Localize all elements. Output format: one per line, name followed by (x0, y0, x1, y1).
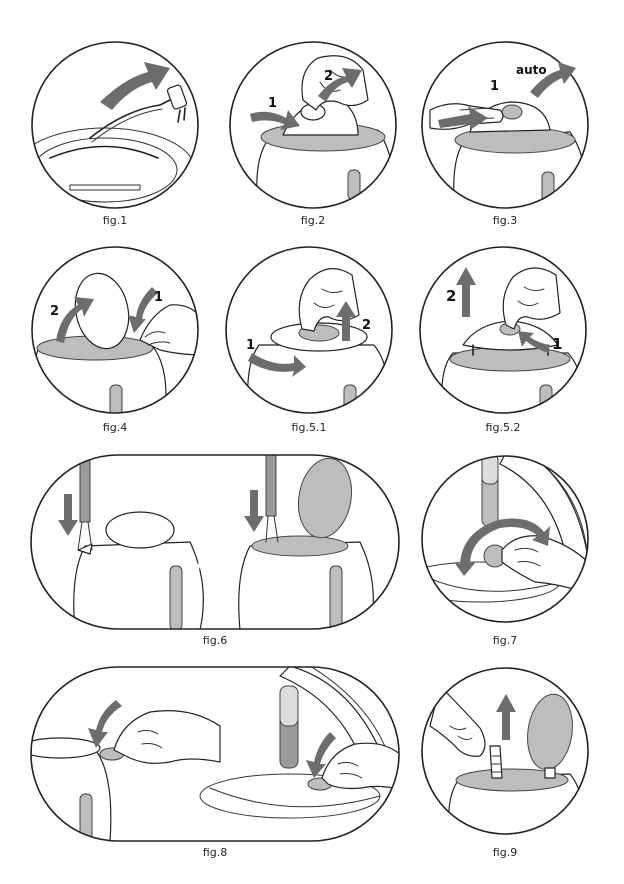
lift-arrow (100, 62, 170, 110)
power-cord (90, 100, 170, 138)
kettle-right-open-lid (292, 454, 357, 542)
fig2-label-2: 2 (324, 69, 333, 84)
open-lid (523, 691, 577, 772)
push-arrow-1 (250, 110, 300, 130)
hand (503, 268, 560, 329)
lift-arrow-2 (456, 267, 476, 317)
fig4-label-1: 1 (154, 290, 163, 305)
water-tap-right (266, 454, 276, 516)
fill-arrow-left (58, 494, 78, 536)
power-base (15, 128, 195, 212)
fig2-caption: fig.2 (273, 214, 353, 227)
water-tap-left (80, 454, 90, 522)
fig4-illustration: 2 1 (30, 245, 200, 415)
fig3-label-1: 1 (490, 79, 499, 94)
kettle-body (248, 345, 388, 415)
hand-right (322, 743, 402, 790)
fig52-label-2: 2 (446, 287, 456, 305)
fig3-illustration: 1 auto (420, 40, 590, 210)
fig52-illustration: 2 1 (418, 245, 588, 415)
fig9-caption: fig.9 (465, 846, 545, 859)
hand-left (114, 711, 220, 764)
filter (490, 746, 502, 778)
fig2-illustration: 1 2 (228, 40, 398, 210)
fig8-caption: fig.8 (175, 846, 255, 859)
fig1-caption: fig.1 (75, 214, 155, 227)
fig3-caption: fig.3 (465, 214, 545, 227)
fig6-illustration (30, 454, 400, 630)
fig4-caption: fig.4 (75, 421, 155, 434)
fig7-illustration (420, 454, 590, 624)
fig51-label-2: 2 (362, 318, 371, 333)
fig51-label-1: 1 (246, 338, 255, 353)
fig7-caption: fig.7 (465, 634, 545, 647)
fig4-label-2: 2 (50, 304, 59, 319)
fig51-illustration: 1 2 (224, 245, 394, 415)
fig2-label-1: 1 (268, 96, 277, 111)
fig9-illustration (420, 666, 590, 836)
kettle-left-lid (106, 512, 174, 548)
fig1-illustration (30, 40, 200, 210)
lid-button (502, 105, 522, 119)
fig51-caption: fig.5.1 (269, 421, 349, 434)
fill-arrow-right (244, 490, 264, 532)
plug (167, 84, 188, 109)
hand (430, 686, 485, 756)
fig52-label-1: 1 (552, 335, 562, 353)
hand (299, 269, 359, 331)
lift-arrow (496, 694, 516, 740)
fig52-caption: fig.5.2 (463, 421, 543, 434)
fig3-label-auto: auto (516, 63, 547, 77)
fig6-caption: fig.6 (175, 634, 255, 647)
fig8-illustration (30, 666, 400, 842)
